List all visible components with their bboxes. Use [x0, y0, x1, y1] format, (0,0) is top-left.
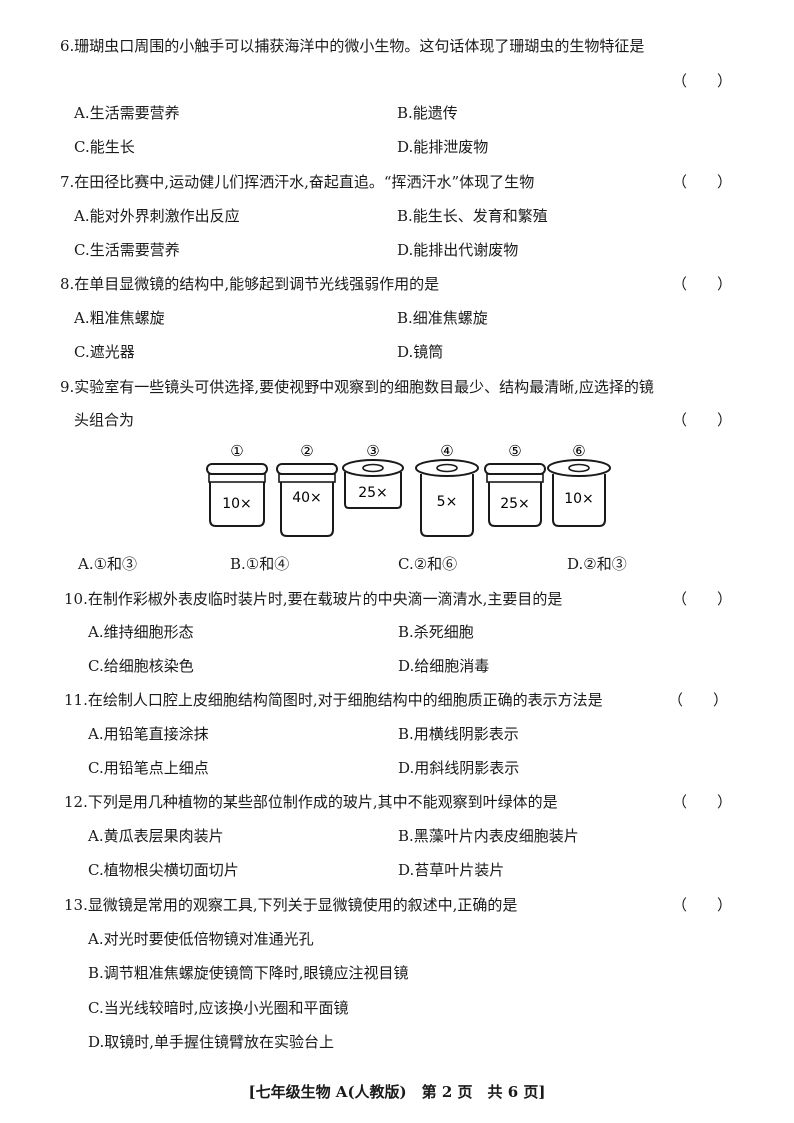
- lens-1-magnification: 10×: [222, 496, 252, 512]
- question-9-option-a: A.①和③: [78, 555, 138, 573]
- question-7-option-b: B.能生长、发育和繁殖: [397, 207, 548, 225]
- lens-1: ① 10×: [206, 442, 268, 527]
- question-6-answer-bracket: （ ）: [672, 72, 733, 90]
- question-8-option-a: A.粗准焦螺旋: [74, 309, 165, 327]
- question-10-option-d: D.给细胞消毒: [398, 657, 490, 675]
- question-10-option-b: B.杀死细胞: [398, 623, 474, 641]
- question-12-option-d: D.苔草叶片装片: [398, 861, 505, 879]
- lens-diagram: ① 10× ② 40× ③ 25× ④ 5×: [206, 442, 611, 537]
- question-12-option-b: B.黑藻叶片内表皮细胞装片: [398, 827, 579, 845]
- question-9-option-d: D.②和③: [567, 555, 627, 573]
- lens-2-number: ②: [300, 442, 313, 460]
- question-9-stem-continued: 头组合为: [74, 411, 135, 429]
- question-7-option-c: C.生活需要营养: [74, 241, 180, 259]
- lens-2-magnification: 40×: [292, 490, 322, 506]
- question-12-option-a: A.黄瓜表层果肉装片: [88, 827, 224, 845]
- question-10-option-c: C.给细胞核染色: [88, 657, 194, 675]
- lens-3: ③ 25×: [342, 442, 404, 509]
- question-13-answer-bracket: （ ）: [672, 896, 733, 914]
- lens-3-magnification: 25×: [358, 485, 388, 501]
- question-11-option-d: D.用斜线阴影表示: [398, 759, 520, 777]
- question-8-stem: 8.在单目显微镜的结构中,能够起到调节光线强弱作用的是: [60, 275, 440, 293]
- question-8-answer-bracket: （ ）: [672, 275, 733, 293]
- question-12-option-c: C.植物根尖横切面切片: [88, 861, 239, 879]
- lens-2: ② 40×: [276, 442, 338, 537]
- page-footer: [七年级生物 A(人教版) 第 2 页 共 6 页]: [248, 1083, 546, 1101]
- question-6-stem: 6.珊瑚虫口周围的小触手可以捕获海洋中的微小生物。这句话体现了珊瑚虫的生物特征是: [60, 37, 645, 55]
- lens-5: ⑤ 25×: [484, 442, 546, 527]
- question-7-option-d: D.能排出代谢废物: [397, 241, 519, 259]
- question-7-stem: 7.在田径比赛中,运动健儿们挥洒汗水,奋起直追。“挥洒汗水”体现了生物: [60, 173, 535, 191]
- question-10-answer-bracket: （ ）: [672, 590, 733, 608]
- lens-5-magnification: 25×: [500, 496, 530, 512]
- lens-6: ⑥ 10×: [547, 442, 611, 527]
- lens-3-number: ③: [366, 442, 379, 460]
- lens-4-magnification: 5×: [437, 494, 458, 510]
- question-11-option-a: A.用铅笔直接涂抹: [88, 725, 209, 743]
- question-11-option-b: B.用横线阴影表示: [398, 725, 519, 743]
- question-13-option-b: B.调节粗准焦螺旋使镜筒下降时,眼镜应注视目镜: [88, 964, 409, 982]
- question-11-stem: 11.在绘制人口腔上皮细胞结构简图时,对于细胞结构中的细胞质正确的表示方法是: [64, 691, 603, 709]
- question-10-stem: 10.在制作彩椒外表皮临时装片时,要在载玻片的中央滴一滴清水,主要目的是: [64, 590, 563, 608]
- question-9-option-c: C.②和⑥: [398, 555, 458, 573]
- question-9-answer-bracket: （ ）: [672, 411, 733, 429]
- question-6-option-b: B.能遗传: [397, 104, 458, 122]
- question-13-option-c: C.当光线较暗时,应该换小光圈和平面镜: [88, 999, 349, 1017]
- question-7-answer-bracket: （ ）: [672, 173, 733, 191]
- question-13-stem: 13.显微镜是常用的观察工具,下列关于显微镜使用的叙述中,正确的是: [64, 896, 518, 914]
- question-11-answer-bracket: （ ）: [668, 691, 729, 709]
- question-13-option-d: D.取镜时,单手握住镜臂放在实验台上: [88, 1033, 335, 1051]
- question-12-answer-bracket: （ ）: [672, 793, 733, 811]
- lens-6-number: ⑥: [572, 442, 585, 460]
- question-6-option-d: D.能排泄废物: [397, 138, 489, 156]
- lens-6-magnification: 10×: [564, 491, 594, 507]
- question-9-stem: 9.实验室有一些镜头可供选择,要使视野中观察到的细胞数目最少、结构最清晰,应选择…: [60, 378, 654, 396]
- question-8-option-c: C.遮光器: [74, 343, 135, 361]
- question-10-option-a: A.维持细胞形态: [88, 623, 194, 641]
- lens-4-number: ④: [440, 442, 453, 460]
- question-6-option-a: A.生活需要营养: [74, 104, 180, 122]
- question-6-option-c: C.能生长: [74, 138, 135, 156]
- question-9-option-b: B.①和④: [230, 555, 290, 573]
- question-13-option-a: A.对光时要使低倍物镜对准通光孔: [88, 930, 314, 948]
- question-8-option-b: B.细准焦螺旋: [397, 309, 488, 327]
- question-11-option-c: C.用铅笔点上细点: [88, 759, 209, 777]
- question-7-option-a: A.能对外界刺激作出反应: [74, 207, 240, 225]
- question-8-option-d: D.镜筒: [397, 343, 444, 361]
- lens-1-number: ①: [230, 442, 243, 460]
- question-12-stem: 12.下列是用几种植物的某些部位制作成的玻片,其中不能观察到叶绿体的是: [64, 793, 558, 811]
- lens-4: ④ 5×: [415, 442, 479, 537]
- lens-5-number: ⑤: [508, 442, 521, 460]
